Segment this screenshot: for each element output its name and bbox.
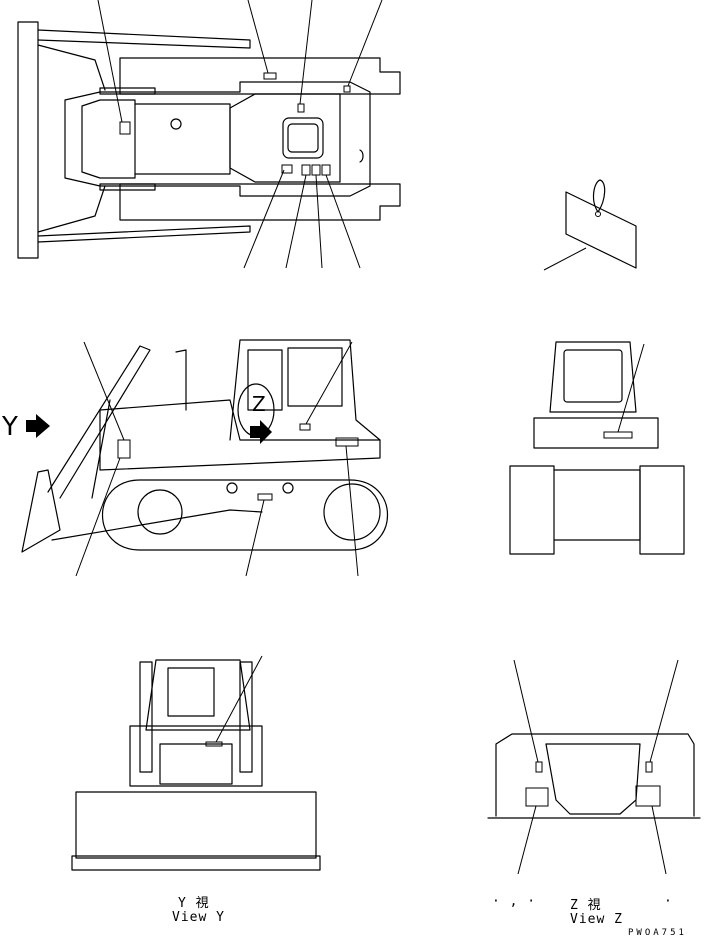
rear-body <box>533 417 659 449</box>
top-view-dozer <box>17 0 401 269</box>
z-panel-door <box>545 743 641 815</box>
view-z-panel <box>487 659 701 875</box>
tag-detail <box>543 179 637 271</box>
plate-front <box>205 741 223 747</box>
side-engine-hood <box>99 399 381 471</box>
plate-z-1 <box>535 761 543 773</box>
z-panel-outline <box>495 733 695 817</box>
top-seat <box>282 117 324 159</box>
side-blade <box>21 469 61 553</box>
plate-side-2 <box>299 423 311 431</box>
plate-top-8 <box>321 164 331 176</box>
rear-cab <box>549 341 637 413</box>
plate-side-1 <box>117 439 131 459</box>
plate-rear <box>603 431 633 439</box>
top-track-upper <box>119 57 401 95</box>
top-blade <box>17 21 39 259</box>
top-track-lower <box>119 183 401 221</box>
side-track <box>101 479 389 551</box>
plate-top-6 <box>301 164 311 176</box>
plate-z-4 <box>635 785 661 807</box>
plate-top-1 <box>119 121 131 135</box>
front-blade <box>75 791 317 859</box>
plate-top-7 <box>311 164 321 176</box>
plate-z-2 <box>645 761 653 773</box>
plate-side-3 <box>335 437 359 447</box>
view-y-marker: Y <box>2 412 18 442</box>
top-body <box>64 81 371 197</box>
side-sprocket <box>323 483 381 541</box>
plate-side-4 <box>257 493 273 501</box>
view-y-front <box>71 655 321 871</box>
view-z-kanji: Z 視 <box>570 898 602 913</box>
plate-top-2 <box>263 72 277 80</box>
plate-top-4 <box>343 85 351 93</box>
view-y-arrow-icon <box>26 414 50 438</box>
rear-view-dozer <box>509 341 685 555</box>
view-z-caption: View Z <box>570 912 623 927</box>
plate-top-5 <box>281 164 293 174</box>
rear-track-left <box>509 465 555 555</box>
plate-top-3 <box>297 103 305 113</box>
plate-z-3 <box>525 787 549 807</box>
front-cab <box>145 659 251 731</box>
view-z-marker: Z <box>252 392 266 416</box>
rear-track-right <box>639 465 685 555</box>
dot-right: · <box>664 894 673 909</box>
tag-plate <box>565 191 637 269</box>
drawing-code: PWOA751 <box>628 928 687 938</box>
view-z-arrow-icon <box>250 420 272 444</box>
dots-left: · , · <box>492 894 537 909</box>
side-view-dozer <box>21 339 389 577</box>
view-y-caption: View Y <box>172 910 225 925</box>
view-y-kanji: Y 視 <box>178 896 210 911</box>
side-cab <box>229 339 381 441</box>
top-cab <box>229 93 341 183</box>
